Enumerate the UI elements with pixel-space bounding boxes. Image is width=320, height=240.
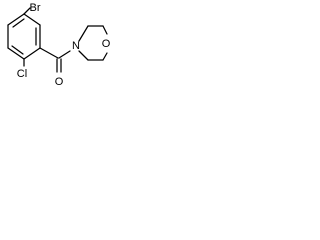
ring-bond-c5-c6 <box>7 13 25 26</box>
ring-bond-c6-c1 <box>23 13 41 26</box>
ring-bond-c2-c3 <box>23 47 41 60</box>
bond-ring-to-carbonyl <box>39 47 59 59</box>
morpholine-oxygen-label: O <box>102 38 111 50</box>
chlorine-label: Cl <box>17 68 27 80</box>
bond-carbonyl-to-nitrogen <box>58 50 71 59</box>
carbonyl-oxygen-label: O <box>55 76 64 88</box>
bromine-label: Br <box>30 2 41 14</box>
benzene-ring <box>7 13 41 60</box>
morpholine-bond-c2-o <box>102 25 108 35</box>
morpholine-bond-c4-n <box>78 50 89 61</box>
chemical-structure-diagram: Br Cl O N O <box>7 2 111 88</box>
ring-bond-c3-c4 <box>7 47 25 60</box>
nitrogen-label: N <box>72 40 80 52</box>
ring-double-bond-inner-3 <box>12 18 25 28</box>
morpholine-bond-o-c3 <box>102 52 108 61</box>
bond-ring-to-bromine <box>23 7 31 15</box>
ring-double-bond-inner-2 <box>11 45 24 55</box>
morpholine-bond-n-c1 <box>78 25 89 42</box>
morpholine-ring <box>78 25 108 61</box>
